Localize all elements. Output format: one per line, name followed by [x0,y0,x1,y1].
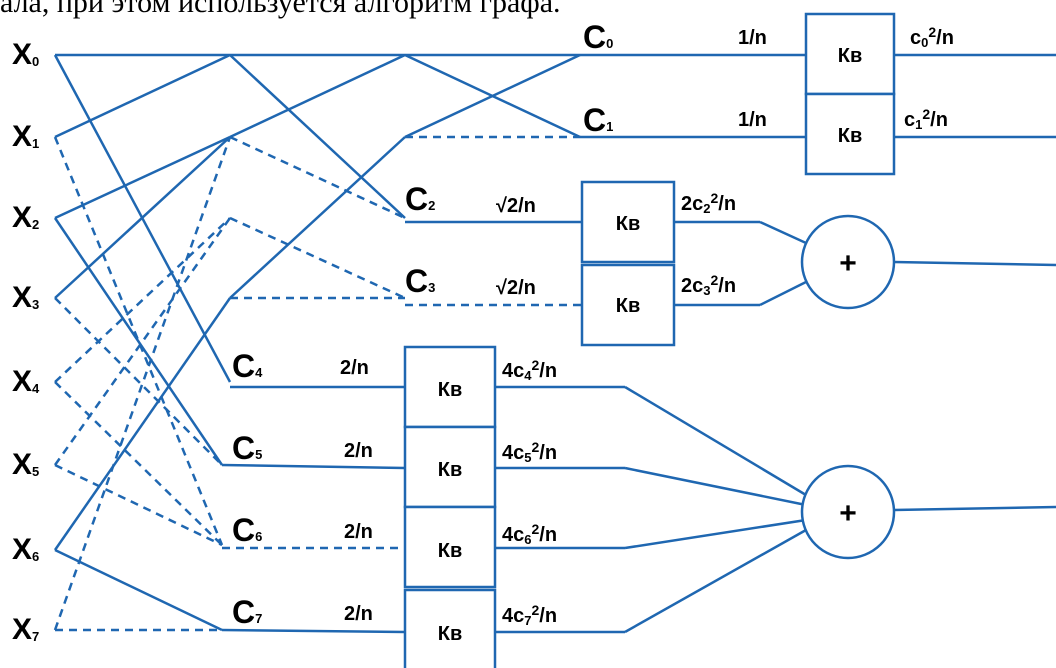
weight-label: 2/n [344,521,373,543]
wire [893,505,1056,512]
input-label: X6 [12,533,39,566]
square-label: Кв [438,540,463,562]
adder-symbol: + [839,247,857,280]
weight-labels: 1/n 1/n √2/n √2/n 2/n 2/n 2/n 2/n [340,27,767,625]
output-label: 2c22/n [681,190,736,216]
output-label: 4c42/n [502,357,557,383]
wire [229,54,406,219]
output-wires [495,53,1056,634]
square-label: Кв [438,379,463,401]
wire [221,463,406,470]
square-label: Кв [838,125,863,147]
wire [759,280,807,307]
header-text-fragment: ала, при этом используется алгоритм граф… [0,0,561,19]
square-box-3 [580,263,676,347]
coefficient-label: C0 [583,19,613,55]
wire [624,528,807,634]
wire [229,53,406,139]
adders: + + [800,214,896,560]
wire [229,136,406,299]
output-label: 2c32/n [681,272,736,298]
adder-circle-1 [800,214,896,310]
square-box-2 [580,180,676,264]
square-box-6 [403,505,497,589]
input-label: X1 [12,120,39,153]
square-label: Кв [438,459,463,481]
wire-dashed [53,136,224,546]
coefficient-label: C6 [232,512,262,548]
coefficient-label: C5 [232,430,262,466]
wire [54,548,223,632]
wire-dashed [54,217,231,383]
wire-dashed [54,463,223,547]
wire [54,135,231,220]
wire [54,136,231,299]
square-box-1 [804,92,896,176]
wire [53,217,224,466]
wire-dashed [53,217,232,466]
weight-label: 2/n [344,440,373,462]
coefficient-label: C2 [405,181,435,217]
coefficient-labels: C0 C1 C2 C3 C4 C5 C6 C7 [232,19,613,630]
square-label: Кв [438,623,463,645]
coefficient-label: C4 [232,348,263,384]
weight-label: 2/n [344,603,373,625]
coefficient-label: C1 [583,102,613,138]
wire-dashed [229,135,406,220]
coefficient-label: C7 [232,594,262,630]
weight-label: 1/n [738,27,767,49]
input-label: X0 [12,38,39,71]
output-label: 4c62/n [502,521,557,547]
adder-symbol: + [839,497,857,530]
weight-label: √2/n [496,277,536,299]
square-box-5 [403,425,497,509]
coefficient-label: C3 [405,263,435,299]
wire [759,220,807,245]
output-label: 4c72/n [502,602,557,628]
wire [624,466,807,507]
wire-dashed [54,297,223,466]
square-box-7 [403,588,497,668]
wire-dashed [53,136,232,631]
input-label: X2 [12,201,39,234]
square-boxes: Кв Кв Кв Кв Кв Кв Кв Кв [403,12,896,668]
input-label: X5 [12,448,39,481]
input-label: X4 [12,365,40,398]
butterfly-wires [53,53,581,632]
wire [624,518,807,550]
square-label: Кв [616,213,641,235]
wire-dashed [229,216,406,300]
output-label: c02/n [910,24,954,50]
input-label: X3 [12,281,39,314]
wire [404,53,581,139]
output-label: 4c52/n [502,439,557,465]
wire [221,628,406,634]
output-label: c12/n [904,106,948,132]
weight-label: √2/n [496,195,536,217]
square-box-0 [804,12,896,96]
wire [624,385,807,497]
input-labels: X0 X1 X2 X3 X4 X5 X6 X7 [12,38,40,646]
wire-dashed [54,381,223,546]
wire [53,297,232,551]
wire [54,53,231,139]
input-label: X7 [12,613,39,646]
adder-circle-2 [800,464,896,560]
weight-label: 2/n [340,357,369,379]
output-labels: c02/n c12/n 2c22/n 2c32/n 4c42/n 4c52/n … [502,24,954,628]
square-label: Кв [838,45,863,67]
wire [893,260,1056,267]
weight-label: 1/n [738,109,767,131]
coefficient-lines [221,53,806,634]
square-label: Кв [616,295,641,317]
